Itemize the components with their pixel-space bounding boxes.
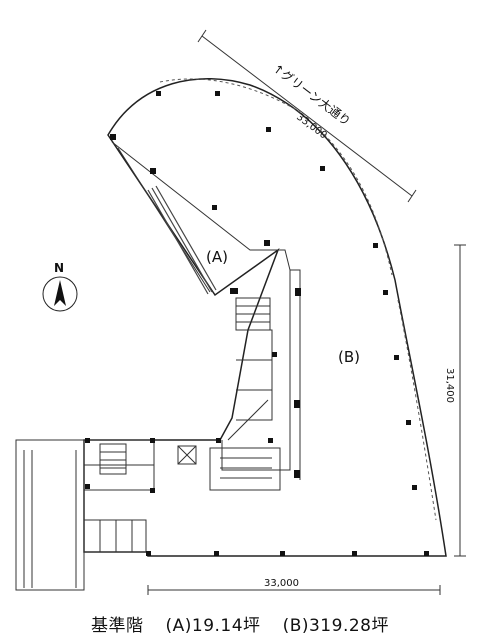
floor-name: 基準階 bbox=[91, 615, 144, 636]
north-arrow bbox=[42, 276, 78, 312]
street-label: ↑グリーン大通り bbox=[270, 61, 353, 128]
area-b-size: (B)319.28坪 bbox=[282, 615, 389, 636]
right-dimension-line bbox=[454, 244, 466, 557]
facade-windows bbox=[159, 78, 437, 521]
stair-block bbox=[99, 297, 271, 475]
columns bbox=[85, 91, 429, 556]
street-dimension-line bbox=[197, 29, 417, 203]
stair-strip bbox=[147, 185, 217, 295]
area-a-label: (A) bbox=[206, 248, 228, 266]
floor-area-caption: 基準階 (A)19.14坪 (B)319.28坪 bbox=[0, 606, 480, 640]
area-b-label: (B) bbox=[338, 348, 360, 366]
bottom-dimension-label: 33,000 bbox=[264, 578, 299, 589]
north-label: N bbox=[54, 261, 64, 275]
top-dimension-label: 33,000 bbox=[294, 112, 329, 142]
floor-plan-diagram: ↑グリーン大通り 33,000 31,400 33,000 bbox=[15, 29, 466, 595]
core-walls bbox=[111, 141, 301, 491]
right-dimension-label: 31,400 bbox=[444, 368, 455, 403]
area-a-size: (A)19.14坪 bbox=[165, 615, 261, 636]
bottom-dimension-line bbox=[147, 585, 441, 595]
annex-block bbox=[15, 439, 155, 591]
building-outline bbox=[83, 77, 447, 557]
north-arrow-icon bbox=[54, 280, 66, 306]
